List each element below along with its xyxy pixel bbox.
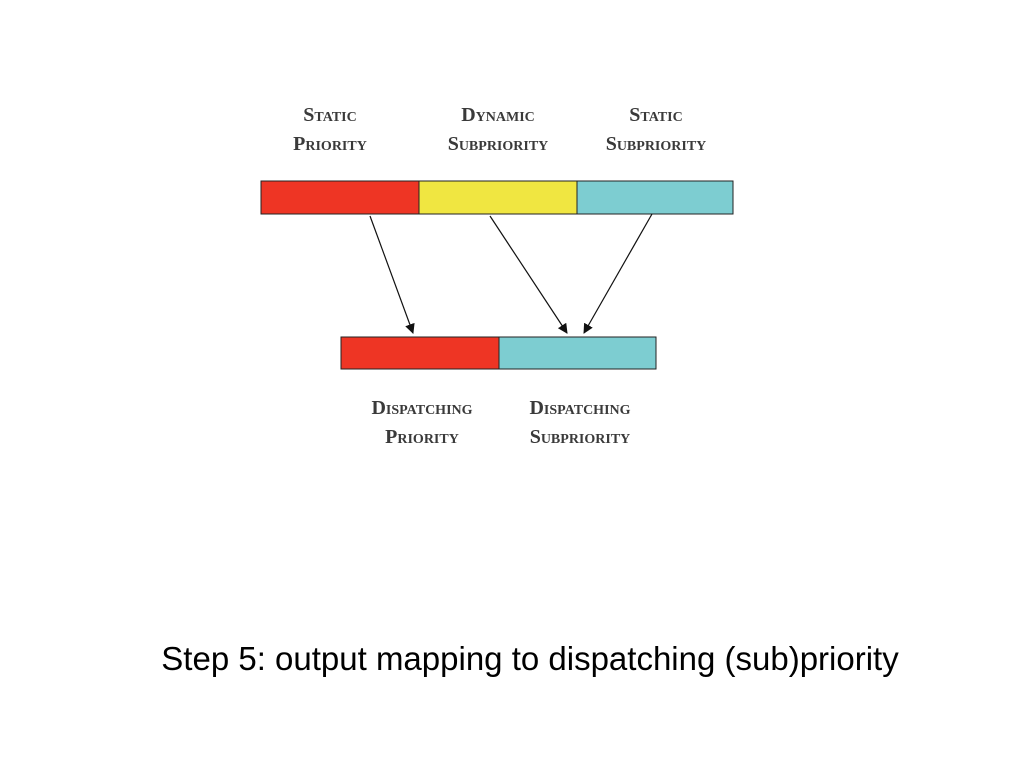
label-line: Dynamic [461,104,535,126]
label-dispatching-priority: Dispatching Priority [344,394,500,452]
label-dynamic-subpriority: Dynamic Subpriority [420,101,576,159]
label-line: Priority [385,426,459,448]
top-bar-static-subpriority [576,180,734,215]
label-line: Dispatching [529,397,631,419]
arrow-dynamic-subpriority-to-dispatching-subpriority [489,215,568,334]
arrow-static-subpriority-to-dispatching-subpriority [583,213,653,334]
slide-caption: Step 5: output mapping to dispatching (s… [161,640,899,677]
label-dispatching-subpriority: Dispatching Subpriority [502,394,658,452]
bottom-bar-dispatching-priority [340,336,500,370]
label-line: Priority [293,133,367,155]
top-bar-dynamic-subpriority [418,180,578,215]
top-bar-static-priority [260,180,420,215]
arrow-static-priority-to-dispatching-priority [369,215,415,334]
label-line: Subpriority [447,133,549,155]
label-line: Dispatching [371,397,473,419]
label-line: Subpriority [605,133,707,155]
label-line: Subpriority [529,426,631,448]
label-static-priority: Static Priority [262,101,398,159]
label-line: Static [629,104,683,126]
label-static-subpriority: Static Subpriority [578,101,734,159]
label-line: Static [303,104,357,126]
bottom-bar-dispatching-subpriority [498,336,657,370]
